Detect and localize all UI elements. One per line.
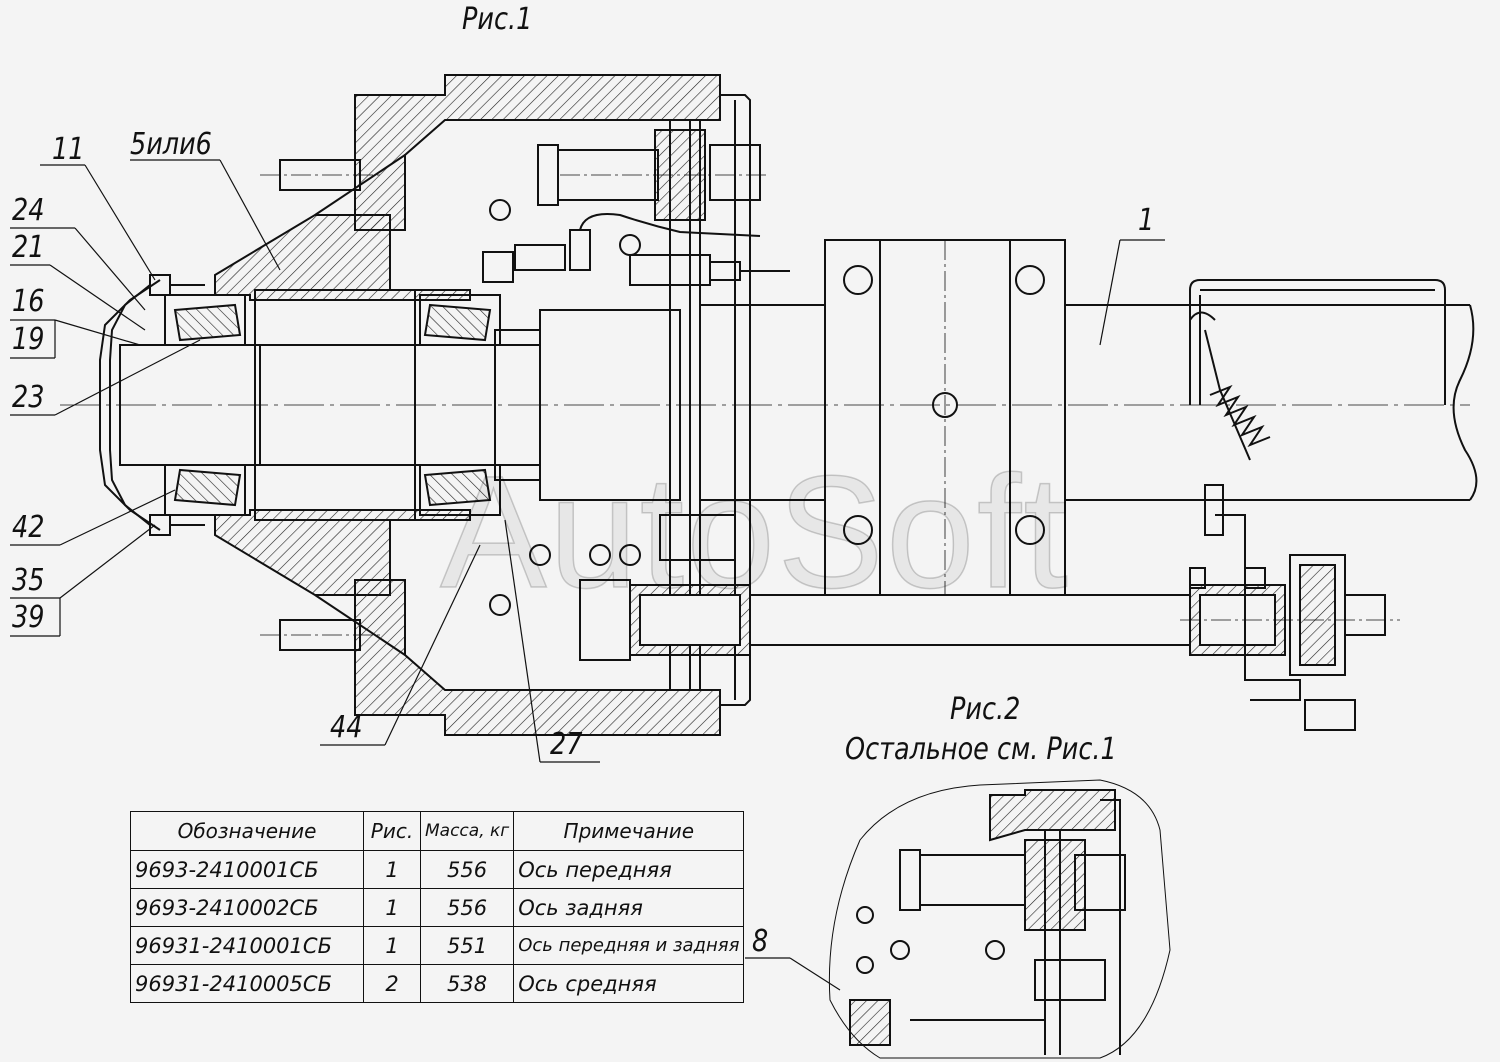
table-row: 9693-2410001СБ 1 556 Ось передняя xyxy=(130,850,745,889)
callout-23: 23 xyxy=(12,380,45,415)
cell-note: Ось передняя и задняя xyxy=(513,926,745,965)
callout-21: 21 xyxy=(12,230,45,265)
cell-mass: 556 xyxy=(419,850,515,889)
cell-note: Ось задняя xyxy=(513,888,745,927)
callout-19: 19 xyxy=(12,322,45,357)
table-row: 96931-2410001СБ 1 551 Ось передняя и зад… xyxy=(130,926,745,965)
cell-figure: 1 xyxy=(363,888,421,927)
callout-24: 24 xyxy=(12,193,45,228)
callout-35: 35 xyxy=(12,563,45,598)
callout-42: 42 xyxy=(12,510,45,545)
fig2-detail xyxy=(828,779,1171,1059)
cell-designation: 96931-2410005СБ xyxy=(130,964,364,1003)
cell-figure: 1 xyxy=(363,926,421,965)
callout-8: 8 xyxy=(752,924,769,959)
cell-mass: 556 xyxy=(419,888,515,927)
cell-designation: 9693-2410001СБ xyxy=(130,850,364,889)
cell-figure: 2 xyxy=(363,964,421,1003)
header-figure: Рис. xyxy=(363,811,421,851)
table-row: 9693-2410002СБ 1 556 Ось задняя xyxy=(130,888,745,927)
spec-table-header: Обозначение Рис. Масса, кг Примечание xyxy=(130,811,745,851)
callout-11: 11 xyxy=(52,132,85,167)
spec-table: Обозначение Рис. Масса, кг Примечание 96… xyxy=(130,811,745,1003)
callout-16: 16 xyxy=(12,284,45,319)
fig2-title: Рис.2 xyxy=(950,692,1021,727)
header-designation: Обозначение xyxy=(130,811,364,851)
fig1-title: Рис.1 xyxy=(462,2,533,37)
callout-44: 44 xyxy=(330,710,363,745)
cell-designation: 96931-2410001СБ xyxy=(130,926,364,965)
cell-mass: 538 xyxy=(419,964,515,1003)
fig2-subtitle: Остальное см. Рис.1 xyxy=(845,732,1117,767)
cell-note: Ось передняя xyxy=(513,850,745,889)
callout-39: 39 xyxy=(12,600,45,635)
callout-1: 1 xyxy=(1138,203,1155,238)
cell-mass: 551 xyxy=(419,926,515,965)
callout-5or6: 5или6 xyxy=(130,127,212,162)
cell-figure: 1 xyxy=(363,850,421,889)
cell-designation: 9693-2410002СБ xyxy=(130,888,364,927)
callout-27: 27 xyxy=(550,727,583,762)
watermark: AutoSoft xyxy=(439,441,1070,622)
header-mass: Масса, кг xyxy=(419,811,515,851)
table-row: 96931-2410005СБ 2 538 Ось средняя xyxy=(130,964,745,1003)
cell-note: Ось средняя xyxy=(513,964,745,1003)
header-note: Примечание xyxy=(513,811,745,851)
